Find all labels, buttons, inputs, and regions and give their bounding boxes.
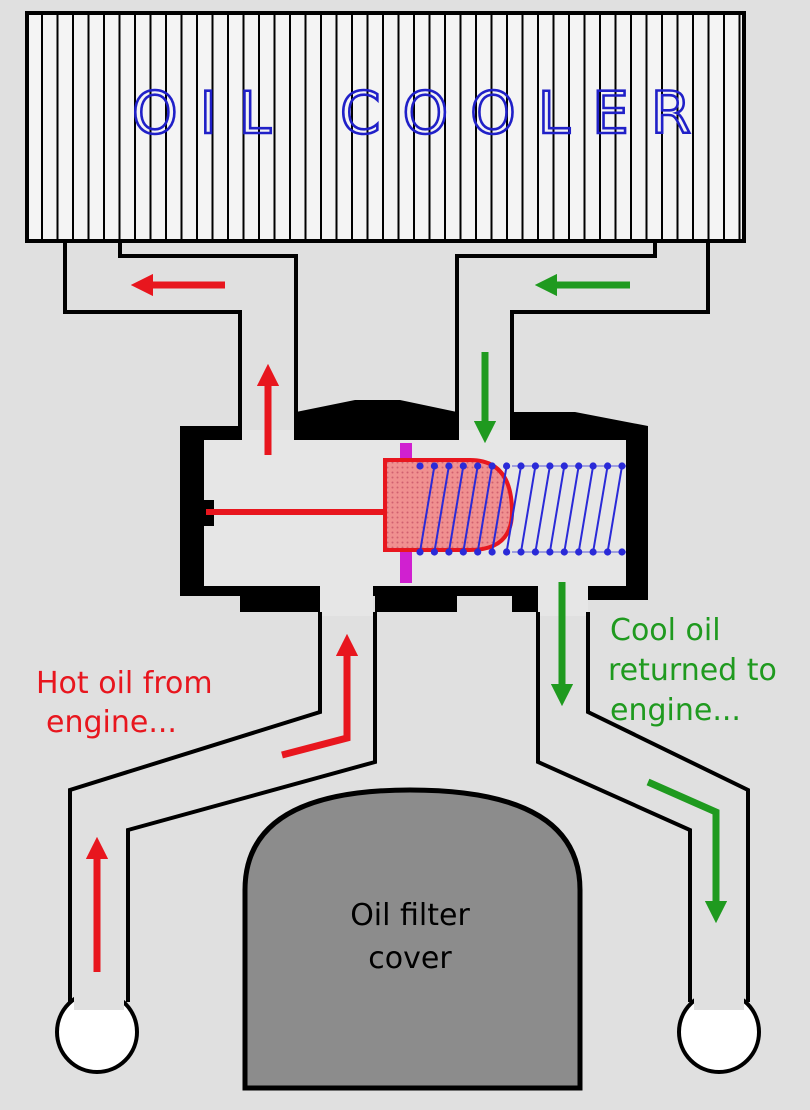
spring-coil-wire (419, 465, 436, 553)
spring-coil-wire (592, 465, 609, 553)
spring-coil-wire (491, 465, 508, 553)
hot-flow-arrows (85, 273, 359, 972)
spring-coil-wire (606, 465, 623, 553)
spring-coil-wire (563, 465, 580, 553)
spring-coil-wire (548, 465, 566, 553)
spring-coil-end (474, 462, 482, 470)
spring-coil-wire (520, 465, 537, 553)
cooler-label-oil: OIL (132, 79, 293, 147)
hot-oil-label-line1: Hot oil from (36, 666, 213, 701)
filter-label-line1: Oil filter (350, 898, 470, 933)
spring-coil-wire (577, 465, 595, 553)
spring-coil-end (430, 462, 438, 470)
pipe-channels (63, 241, 710, 438)
spring (416, 462, 626, 556)
spring-coil-wire (433, 465, 450, 553)
spring-coil-wire (505, 465, 522, 553)
spring-coil-end (459, 462, 467, 470)
spring-coil-wire (534, 465, 551, 553)
pipe-ends (55, 990, 761, 1074)
spring-coil-end (503, 462, 511, 470)
cool-oil-label-line1: Cool oil (610, 613, 721, 648)
hot-arrow-into-valve (281, 633, 359, 759)
cool-arrow-to-engine (646, 778, 728, 924)
spring-coil-end (416, 462, 424, 470)
cool-oil-label-line2: returned to (608, 653, 777, 688)
cool-oil-label-line3: engine... (610, 693, 741, 728)
oil-cooler (25, 11, 746, 243)
thermostat-valve (206, 443, 626, 583)
lower-pipes (68, 612, 750, 1002)
cool-flow-arrows (473, 273, 728, 924)
spring-coil-wire (476, 465, 494, 553)
filter-label-line2: cover (368, 941, 452, 976)
cooler-label-cooler: COOLER (340, 79, 713, 147)
hot-oil-label-line2: engine... (46, 705, 177, 740)
spring-coil-wire (462, 465, 479, 553)
spring-coil-end (488, 462, 496, 470)
spring-coil-end (445, 462, 453, 470)
spring-coil-wire (447, 465, 465, 553)
oil-filter-cover (242, 787, 583, 1091)
